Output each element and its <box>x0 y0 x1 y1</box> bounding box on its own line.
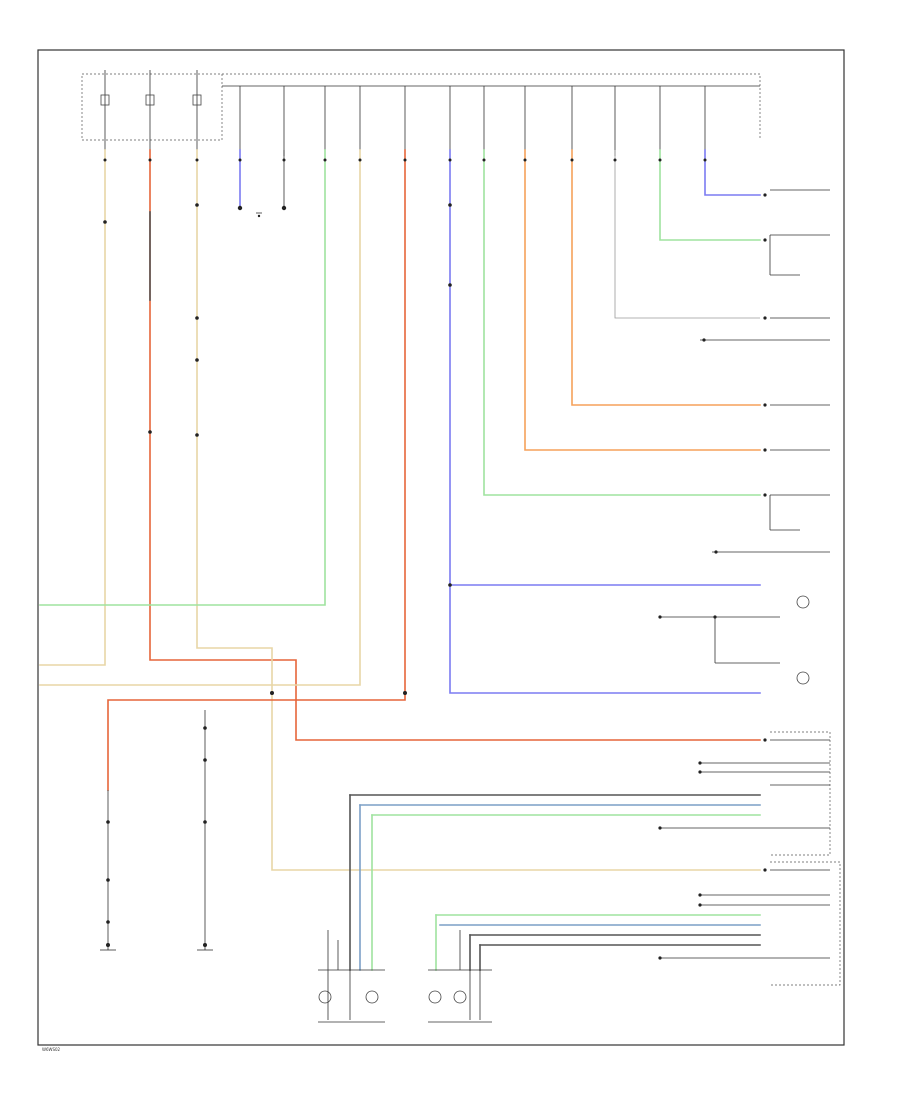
wire-green-660 <box>659 149 761 241</box>
module-pins <box>239 86 706 156</box>
wire-orange-525 <box>524 149 761 451</box>
wire-orange-572 <box>571 149 761 406</box>
license-lamp-left <box>796 595 810 609</box>
wire-blue-705 <box>704 149 761 196</box>
wire-red-left <box>149 149 761 741</box>
right-module-upper <box>658 731 831 856</box>
wire-green-325 <box>39 149 326 606</box>
bottom-harness-right <box>435 914 761 971</box>
misc-markers <box>256 212 262 218</box>
pin-connectors <box>103 158 707 162</box>
bottom-switch-right <box>428 969 492 1023</box>
wire-green-484 <box>483 149 761 496</box>
footer-code: W6WS02 <box>42 1047 61 1052</box>
wire-blue-450 <box>449 149 761 694</box>
fuse-block <box>81 70 761 150</box>
right-module-lower <box>658 861 841 986</box>
connector-dots <box>103 203 452 947</box>
right-lamp-connectors <box>658 189 830 664</box>
wire-gray-615 <box>614 150 760 319</box>
license-lamp-right <box>796 671 810 685</box>
bottom-harness-left <box>327 794 761 971</box>
wire-tan-left-2 <box>196 149 761 871</box>
wire-red-405 <box>107 149 406 791</box>
wire-tan-left-1 <box>39 149 106 666</box>
bottom-switch-left <box>318 969 385 1023</box>
wire-tan-360 <box>39 149 361 686</box>
diagram-frame <box>37 49 845 1046</box>
